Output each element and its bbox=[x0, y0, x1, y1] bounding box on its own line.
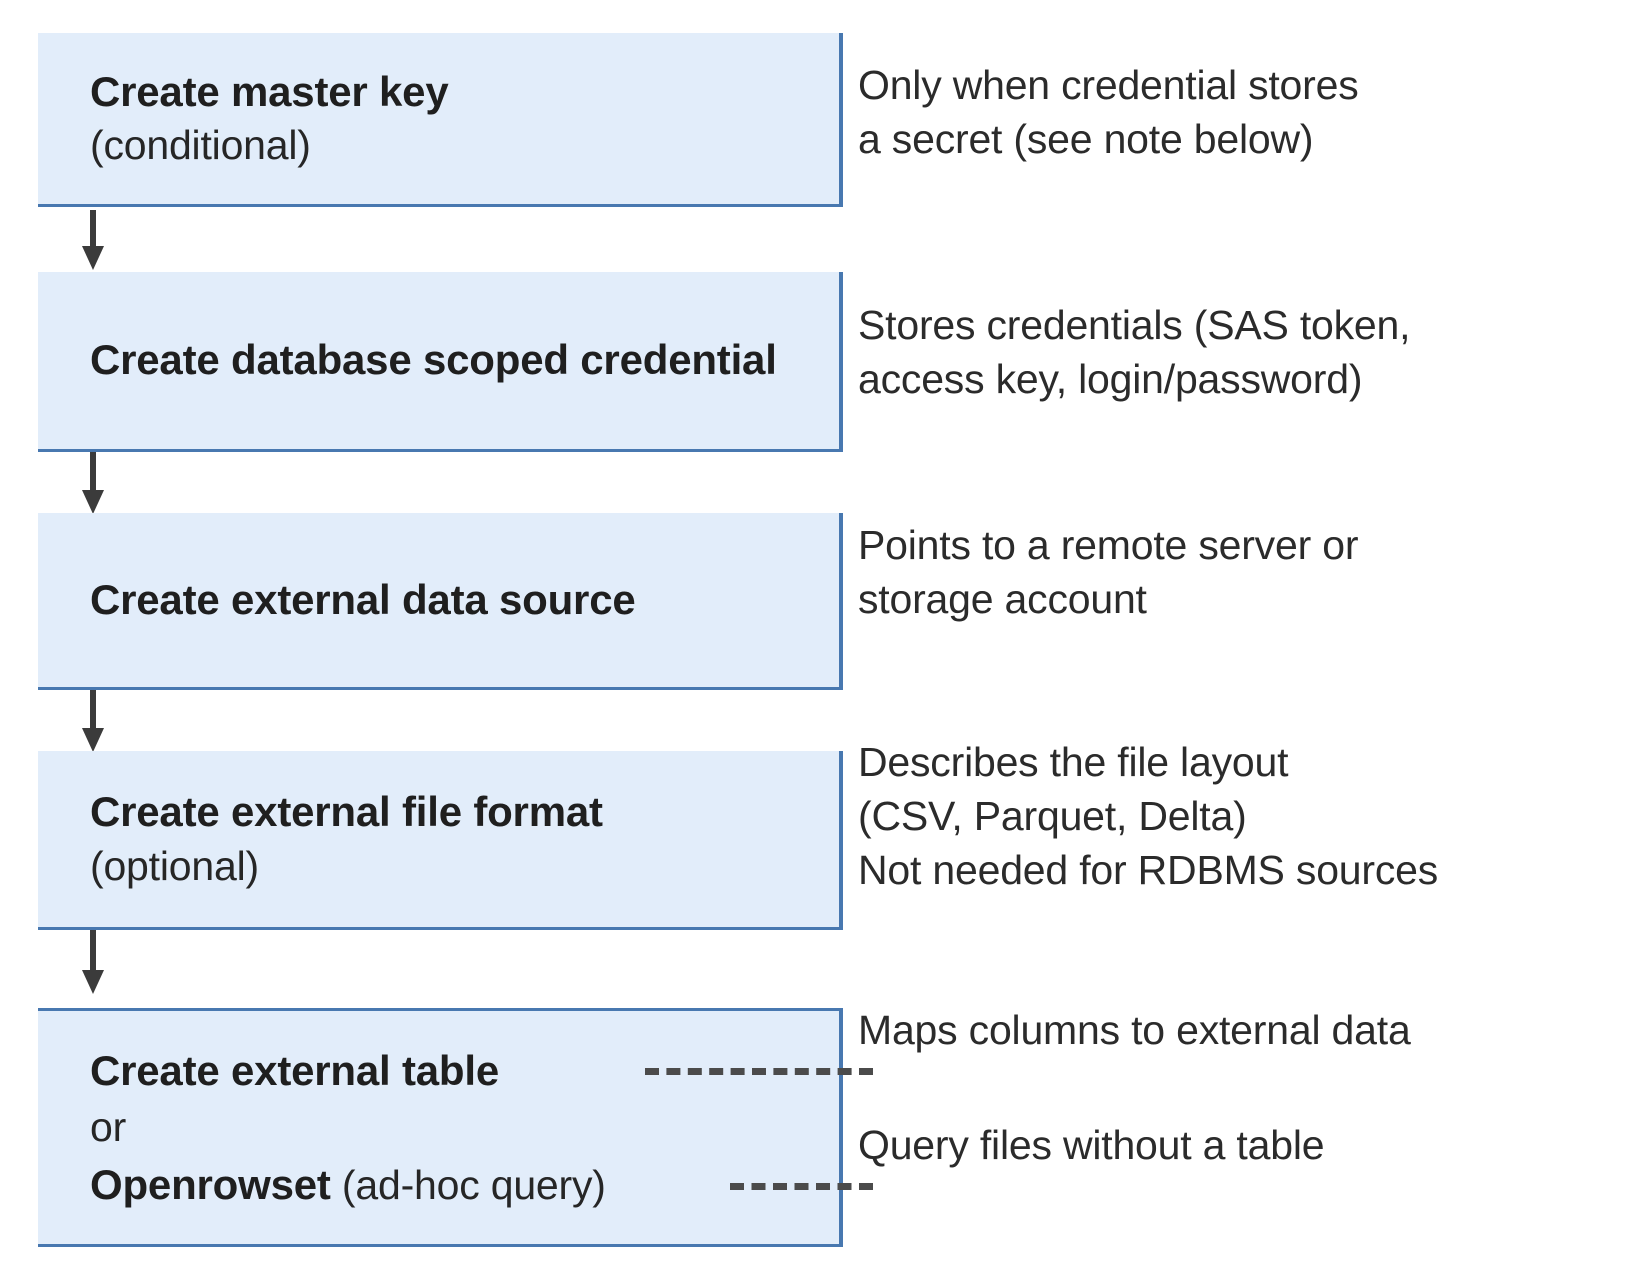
note-openrowset: Query files without a table bbox=[858, 1122, 1325, 1168]
flow-step-create-external-data-source[interactable]: Create external data source bbox=[38, 513, 843, 690]
flow-option-create-external-table: Create external table bbox=[90, 1046, 499, 1094]
flow-step-create-database-scoped-credential[interactable]: Create database scoped credential bbox=[38, 272, 843, 452]
note-create-external-table: Maps columns to external data bbox=[858, 1007, 1411, 1053]
note-create-external-file-format: Describes the file layout (CSV, Parquet,… bbox=[858, 739, 1439, 894]
flow-step-text: Create external table or Openrowset (ad-… bbox=[38, 1042, 839, 1213]
flow-step-title: Create external data source bbox=[90, 575, 636, 623]
flow-option-openrowset-suffix: (ad-hoc query) bbox=[330, 1161, 606, 1208]
note-create-master-key: Only when credential stores a secret (se… bbox=[858, 62, 1359, 163]
note-create-database-scoped-credential: Stores credentials (SAS token, access ke… bbox=[858, 302, 1411, 403]
note-create-external-data-source: Points to a remote server or storage acc… bbox=[858, 522, 1359, 623]
arrow-down-icon-2 bbox=[82, 452, 104, 514]
flow-step-title: Create master key bbox=[90, 67, 449, 115]
flow-step-text: Create master key (conditional) bbox=[38, 65, 839, 173]
flow-step-create-external-file-format[interactable]: Create external file format (optional) bbox=[38, 751, 843, 930]
flow-step-text: Create external data source bbox=[38, 573, 839, 628]
flow-step-text: Create external file format (optional) bbox=[38, 785, 839, 893]
flow-step-subtitle: (optional) bbox=[90, 842, 259, 889]
arrow-down-icon-3 bbox=[82, 690, 104, 752]
arrow-down-icon-1 bbox=[82, 210, 104, 270]
flow-option-separator: or bbox=[90, 1104, 127, 1151]
dashed-connector-openrowset bbox=[730, 1183, 873, 1190]
flow-step-create-master-key[interactable]: Create master key (conditional) bbox=[38, 33, 843, 207]
flow-option-openrowset: Openrowset bbox=[90, 1160, 331, 1208]
flow-step-subtitle: (conditional) bbox=[90, 122, 311, 169]
flow-step-create-external-table-or-openrowset[interactable]: Create external table or Openrowset (ad-… bbox=[38, 1008, 843, 1247]
flow-step-text: Create database scoped credential bbox=[38, 333, 839, 388]
flow-step-title: Create external file format bbox=[90, 788, 603, 836]
flow-step-title: Create database scoped credential bbox=[90, 336, 777, 384]
arrow-down-icon-4 bbox=[82, 930, 104, 994]
dashed-connector-external-table bbox=[645, 1068, 873, 1075]
